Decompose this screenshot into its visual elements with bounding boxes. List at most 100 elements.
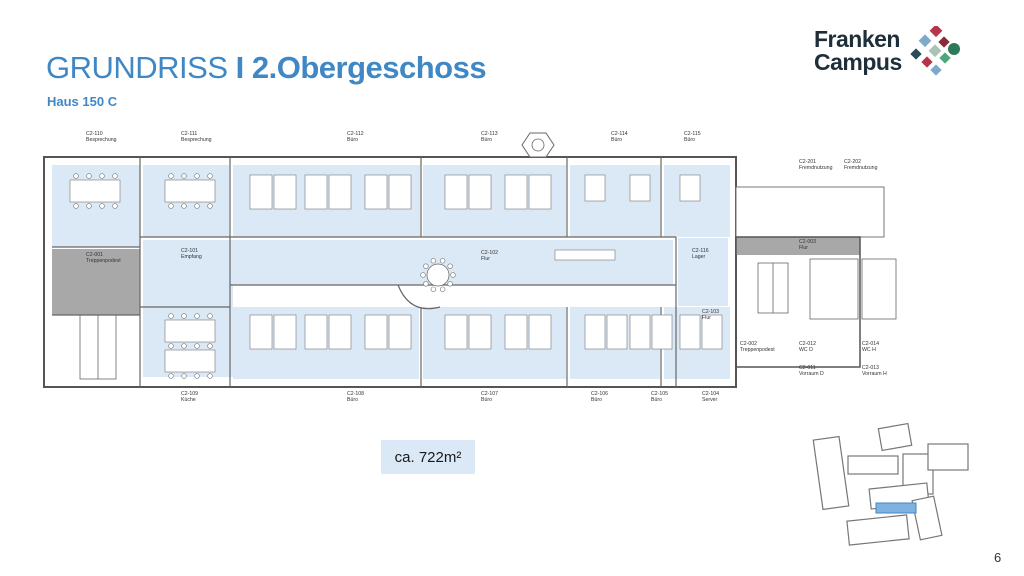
chair: [207, 343, 213, 349]
desk: [364, 174, 388, 210]
chair: [99, 173, 105, 179]
page-subtitle: Haus 150 C: [47, 94, 118, 109]
room-label: C2-014: [862, 341, 879, 347]
room-label: C2-001: [86, 252, 103, 258]
desk: [651, 314, 673, 350]
room-label: WC H: [862, 347, 876, 353]
logo-mosaic-icon: [910, 26, 960, 76]
room-label: Büro: [347, 397, 358, 403]
area-label: ca. 722m²: [381, 440, 475, 474]
chair: [181, 313, 187, 319]
round-table: [426, 263, 450, 287]
desk: [606, 314, 628, 350]
desk: [584, 174, 606, 202]
desk: [444, 174, 468, 210]
chair: [207, 203, 213, 209]
room-label: Treppenpodest: [740, 347, 775, 353]
floor-plan: C2-110BesprechungC2-111BesprechungC2-112…: [43, 131, 897, 403]
room-label: C2-202: [844, 159, 861, 165]
desk: [249, 314, 273, 350]
room-label: Besprechung: [86, 137, 117, 143]
chair: [430, 286, 437, 292]
room-label: C2-110: [86, 131, 103, 137]
room-label: Server: [702, 397, 718, 403]
room-label: C2-113: [481, 131, 498, 137]
desk: [468, 174, 492, 210]
chair: [168, 373, 174, 379]
chair: [168, 343, 174, 349]
stairs-left: [79, 314, 117, 380]
room-label: Büro: [611, 137, 622, 143]
room-label: Büro: [684, 137, 695, 143]
title-bold: I 2.Obergeschoss: [235, 50, 487, 85]
desk: [304, 314, 328, 350]
room-label: Besprechung: [181, 137, 212, 143]
desk: [364, 314, 388, 350]
room-label: C2-104: [702, 391, 719, 397]
chair: [447, 281, 453, 287]
chair: [73, 203, 79, 209]
chair: [194, 173, 200, 179]
chair: [181, 173, 187, 179]
desk-layout: [69, 173, 723, 379]
desk: [701, 314, 723, 350]
room-label: C2-106: [591, 391, 608, 397]
room-label: C2-011: [799, 365, 816, 371]
room-label: C2-112: [347, 131, 364, 137]
desk: [528, 174, 552, 210]
chair: [181, 203, 187, 209]
chair: [181, 373, 187, 379]
room-labels: C2-110BesprechungC2-111BesprechungC2-112…: [86, 131, 887, 403]
desk: [504, 314, 528, 350]
room-label: Büro: [481, 137, 492, 143]
room-label: C2-201: [799, 159, 816, 165]
room-label: C2-109: [181, 391, 198, 397]
chair: [423, 263, 429, 269]
chair: [168, 173, 174, 179]
desk: [444, 314, 468, 350]
stairwell-left: [52, 249, 140, 315]
chair: [194, 313, 200, 319]
desk: [679, 314, 701, 350]
desk: [554, 249, 616, 261]
room-label: Flur: [702, 315, 711, 321]
room-label: C2-012: [799, 341, 816, 347]
room-label: C2-101: [181, 248, 198, 254]
desk: [528, 314, 552, 350]
room-label: Lager: [692, 254, 706, 260]
desk: [468, 314, 492, 350]
room-label: Vorraum H: [862, 371, 887, 377]
room-label: C2-114: [611, 131, 628, 137]
desk: [328, 174, 352, 210]
chair: [112, 173, 118, 179]
interior-walls: [52, 157, 677, 387]
room-label: Treppenpodest: [86, 258, 121, 264]
right-wing: [735, 186, 897, 368]
chair: [73, 173, 79, 179]
desk: [629, 314, 651, 350]
chair: [430, 258, 437, 264]
chair: [194, 203, 200, 209]
franken-campus-logo: Franken Campus: [814, 24, 964, 82]
chair: [439, 258, 446, 264]
room-label: C2-108: [347, 391, 364, 397]
chair: [168, 203, 174, 209]
room-label: Küche: [181, 397, 196, 403]
logo-line2: Campus: [814, 49, 902, 75]
desk: [249, 174, 273, 210]
chair: [447, 263, 453, 269]
chair: [207, 313, 213, 319]
room-label: Büro: [591, 397, 602, 403]
room-label: Vorraum D: [799, 371, 824, 377]
desk: [273, 174, 297, 210]
room-label: C2-013: [862, 365, 879, 371]
page-title: GRUNDRISS I 2.Obergeschoss: [46, 50, 487, 85]
chair: [168, 313, 174, 319]
room-label: C2-002: [740, 341, 757, 347]
desk: [328, 314, 352, 350]
desk: [164, 179, 216, 203]
chair: [420, 272, 426, 278]
desk: [164, 349, 216, 373]
desk: [629, 174, 651, 202]
desk: [584, 314, 606, 350]
